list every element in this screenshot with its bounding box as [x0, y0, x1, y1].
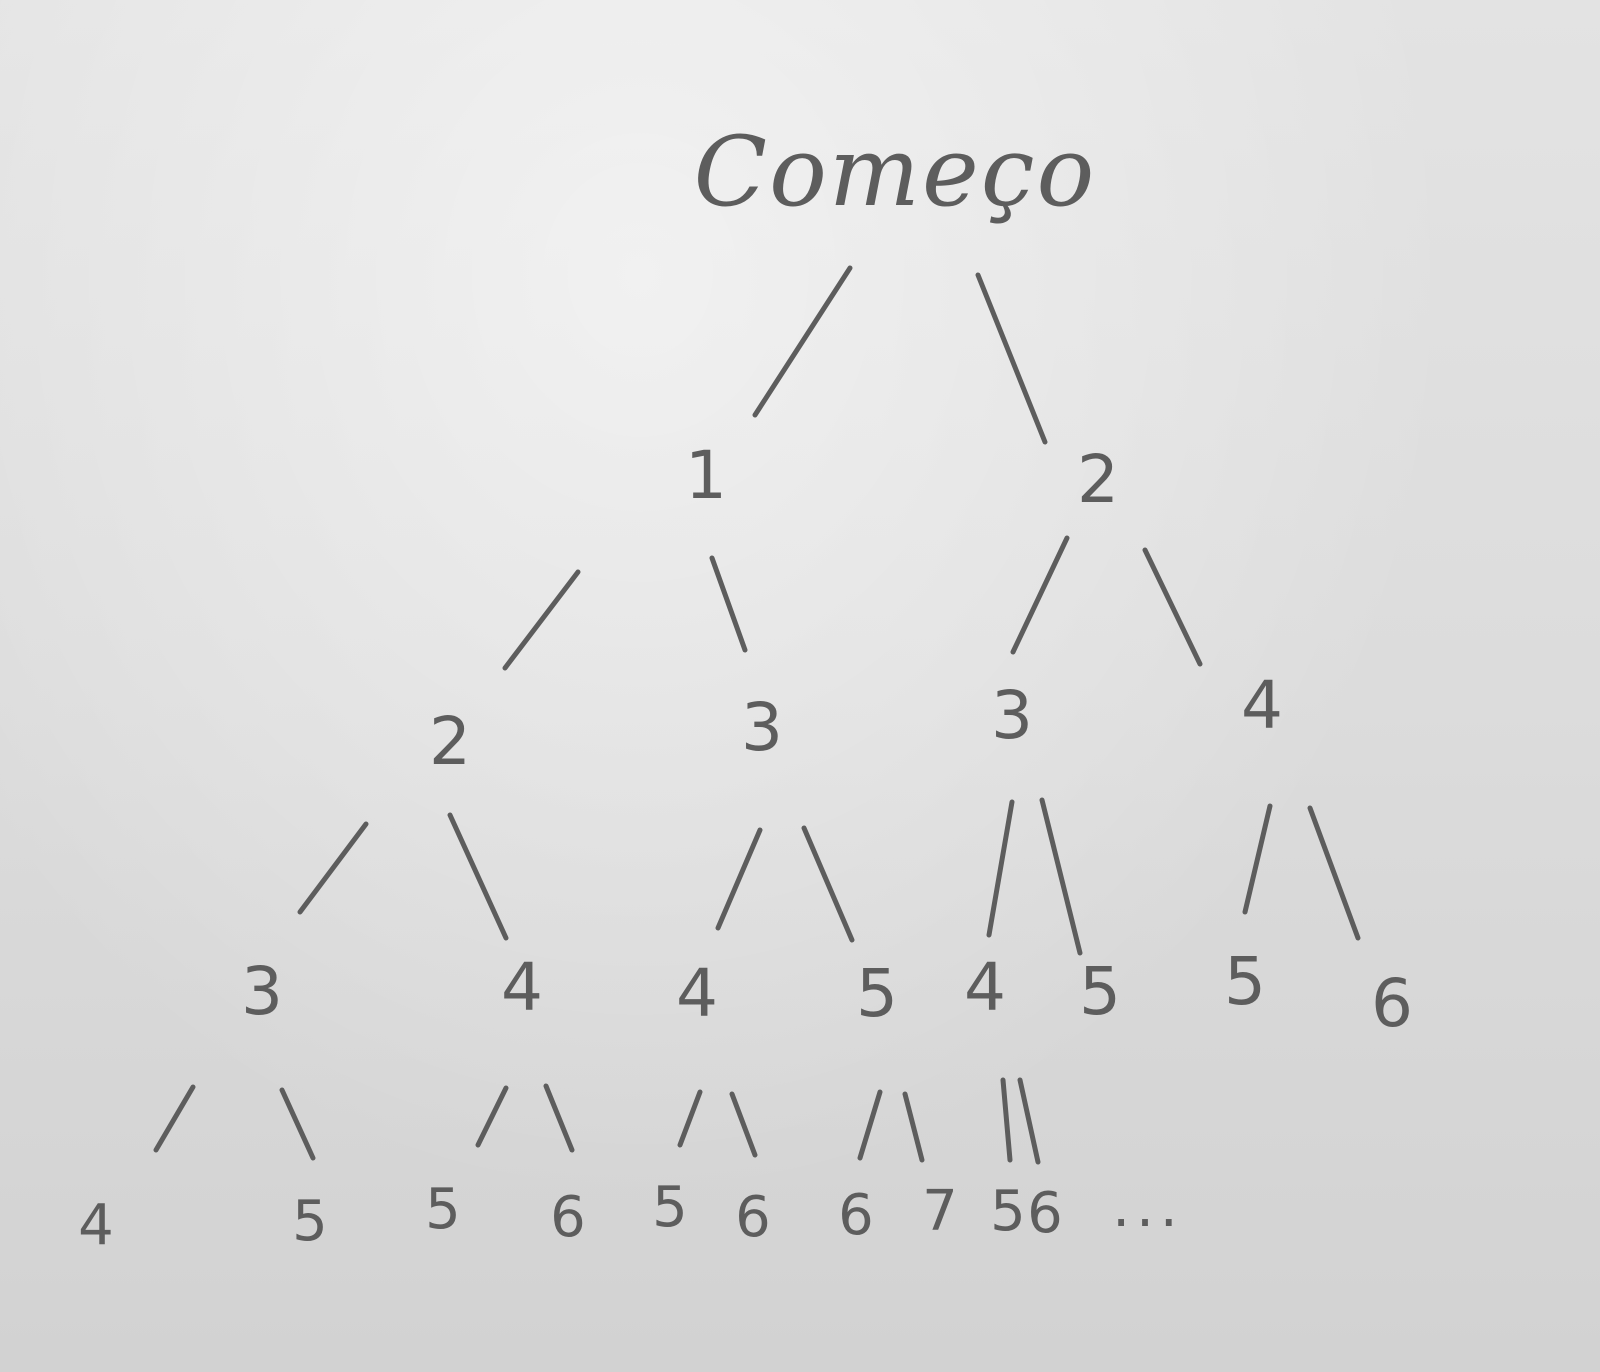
edge-4e-to-5 [1000, 1077, 1013, 1163]
edge-5-to-6 [857, 1089, 883, 1161]
edge-2-to-4b [447, 812, 509, 941]
node-l3-d: 5 [856, 955, 898, 1032]
edge-4-to-5 [1242, 803, 1273, 915]
node-l2-c: 3 [991, 677, 1033, 754]
edge-4d-to-5 [677, 1089, 703, 1148]
node-l1-a: 1 [685, 437, 727, 514]
node-l4-e: 5 [652, 1175, 688, 1240]
edge-2-to-4 [1142, 547, 1203, 667]
node-l4-i: 5 [990, 1179, 1026, 1244]
node-l1-b: 2 [1077, 441, 1119, 518]
node-l4-g: 6 [838, 1183, 874, 1248]
node-root: Começo [693, 116, 1097, 228]
edge-3b-to-4 [986, 799, 1015, 938]
edge-1-to-2 [502, 569, 581, 671]
node-l4-d: 6 [550, 1185, 586, 1250]
edge-2-to-3 [1010, 535, 1070, 655]
node-l3-b: 4 [501, 949, 543, 1026]
edge-5-to-7 [902, 1091, 925, 1163]
edge-4e-to-6 [1017, 1077, 1041, 1165]
edge-3-to-5 [801, 825, 855, 943]
edge-3b-to-5 [1039, 797, 1083, 956]
edge-4c-to-5 [475, 1085, 509, 1148]
edge-root-to-1 [752, 265, 853, 418]
node-l4-c: 5 [425, 1177, 461, 1242]
edge-3-to-4 [715, 827, 763, 931]
edge-1-to-3 [709, 555, 748, 653]
edge-4c-to-6 [543, 1083, 575, 1153]
node-l4-a: 4 [78, 1193, 114, 1258]
node-l3-e: 4 [964, 949, 1006, 1026]
node-l2-a: 2 [429, 703, 471, 780]
edge-3c-to-5 [279, 1087, 316, 1161]
node-l4-h: 7 [922, 1179, 958, 1244]
node-l2-d: 4 [1241, 667, 1283, 744]
edge-root-to-2 [975, 272, 1048, 445]
edge-2-to-3b [297, 821, 369, 915]
edge-3c-to-4 [153, 1084, 196, 1153]
node-l4-b: 5 [292, 1189, 328, 1254]
node-l3-h: 6 [1371, 965, 1413, 1042]
node-l2-b: 3 [741, 689, 783, 766]
node-l3-f: 5 [1079, 953, 1121, 1030]
node-l4-j: 6 [1027, 1181, 1063, 1246]
ellipsis-more: ... [1112, 1175, 1184, 1240]
node-l3-c: 4 [676, 955, 718, 1032]
node-l4-f: 6 [735, 1185, 771, 1250]
node-l3-a: 3 [241, 953, 283, 1030]
node-l3-g: 5 [1224, 943, 1266, 1020]
edge-4-to-6 [1307, 805, 1361, 941]
edge-4d-to-6 [729, 1091, 758, 1158]
